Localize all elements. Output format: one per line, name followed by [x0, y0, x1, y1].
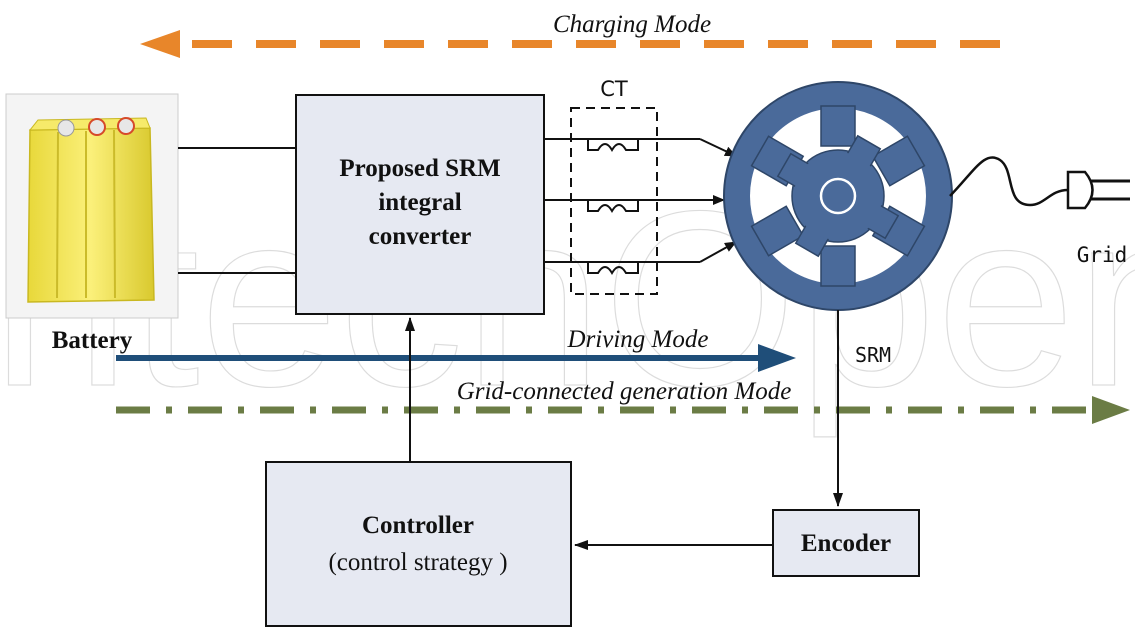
grid-label: Grid: [1077, 243, 1128, 267]
converter-block: [295, 94, 545, 315]
encoder-label: Encoder: [801, 530, 891, 557]
driving-mode-label: Driving Mode: [567, 326, 709, 353]
controller-title: Controller: [362, 512, 474, 539]
srm-label: SRM: [855, 343, 891, 367]
controller-subtitle: (control strategy ): [328, 549, 507, 576]
encoder-block: [772, 509, 920, 577]
grid-generation-mode-label: Grid-connected generation Mode: [457, 378, 792, 405]
battery-label: Battery: [52, 327, 133, 354]
ct-label: CT: [600, 77, 628, 101]
srm-motor-icon: [723, 81, 953, 311]
charging-mode-arrow: [140, 30, 1000, 58]
phase-line-c: [544, 241, 737, 275]
charging-mode-label: Charging Mode: [553, 11, 711, 38]
phase-line-b: [544, 195, 725, 213]
driving-mode-arrow: [116, 344, 796, 372]
power-plug-icon: [949, 156, 1130, 210]
controller-block: [265, 461, 572, 627]
converter-label-line2: integral: [378, 189, 461, 216]
converter-label-line3: converter: [369, 223, 472, 250]
grid-generation-mode-arrow: [116, 396, 1130, 424]
converter-label-line1: Proposed SRM: [339, 155, 500, 182]
phase-line-a: [544, 138, 737, 157]
battery-photo: [5, 93, 179, 319]
